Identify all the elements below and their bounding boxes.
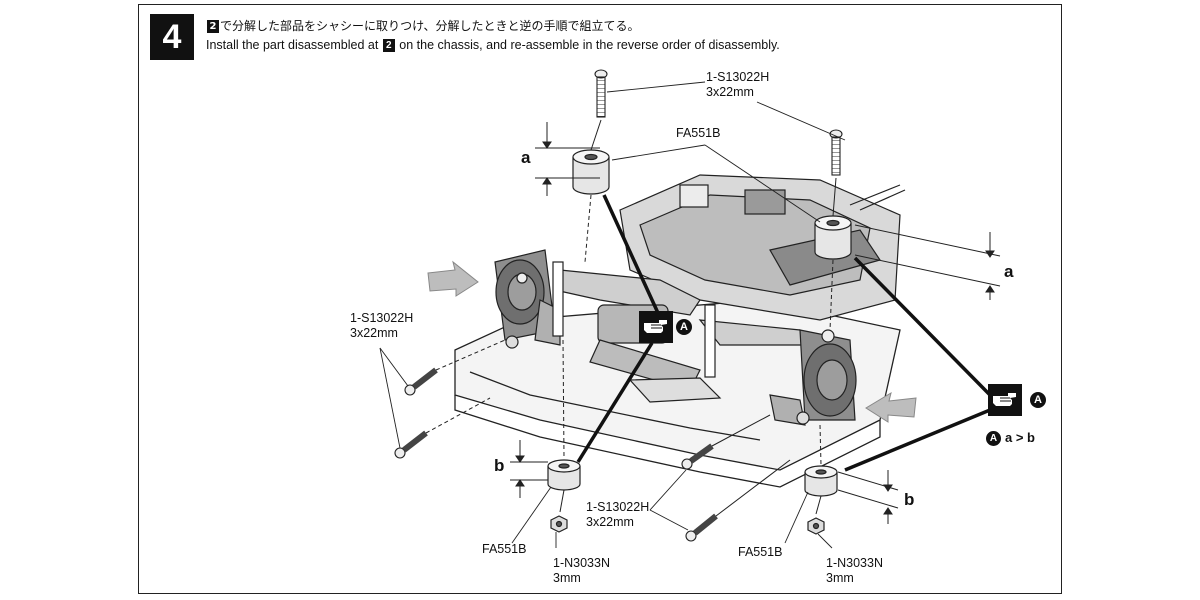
spacer-bottom-left — [547, 459, 581, 491]
insert-arrow-right — [865, 391, 917, 423]
chassis-upper-structure — [619, 174, 906, 321]
diagram-frame — [138, 4, 1062, 594]
instruction-english-text-1: Install the part disassembled at — [206, 38, 382, 52]
dimension-a-left — [535, 122, 600, 196]
nut-right — [807, 517, 825, 535]
dimension-label-b-right: b — [904, 490, 915, 509]
pointing-hand-icon-right — [988, 384, 1022, 416]
label-screw-top: 1-S13022H 3x22mm — [706, 70, 769, 100]
insert-arrow-left — [427, 260, 479, 297]
instruction-english-text-2: on the chassis, and re-assemble in the r… — [395, 38, 780, 52]
callout-pointer-lines — [576, 194, 992, 472]
screw-top-left — [594, 69, 608, 118]
label-nut-left-size: 3mm — [553, 571, 581, 585]
ratio-note-marker: A — [986, 431, 1001, 447]
label-screw-left-code: 1-S13022H — [350, 311, 414, 325]
step-number-badge: 4 — [150, 14, 194, 60]
spacer-top-left — [572, 149, 610, 195]
dimension-label-b-left: b — [494, 456, 505, 475]
label-screw-bottom: 1-S13022H 3x22mm — [586, 500, 649, 530]
callout-marker-a-right: A — [1030, 392, 1046, 408]
screw-left-upper — [404, 367, 438, 396]
dimension-b-right — [837, 470, 899, 524]
label-screw-top-size: 3x22mm — [706, 85, 754, 99]
label-nut-left-code: 1-N3033N — [553, 556, 610, 570]
nut-left — [550, 515, 568, 533]
label-nut-right-code: 1-N3033N — [826, 556, 883, 570]
label-screw-left-size: 3x22mm — [350, 326, 398, 340]
step-ref-box-en: 2 — [382, 39, 395, 52]
label-spacer-bottom-left: FA551B — [482, 542, 526, 557]
screw-top-right — [829, 129, 843, 176]
callout-marker-a-center: A — [676, 319, 692, 335]
label-nut-left: 1-N3033N 3mm — [553, 556, 610, 586]
label-spacer-bottom-left-code: FA551B — [482, 542, 527, 556]
spacer-top-right — [814, 215, 852, 260]
dimension-a-right — [854, 224, 1001, 300]
instruction-japanese-text: で分解した部品をシャシーに取りつけ、分解したときと逆の手順で組立てる。 — [220, 19, 640, 33]
dimension-label-a-right: a — [1004, 262, 1014, 281]
label-spacer-bottom-right: FA551B — [738, 545, 782, 560]
label-screw-top-code: 1-S13022H — [706, 70, 770, 84]
step-ref-box: 2 — [207, 20, 219, 33]
instruction-english: Install the part disassembled at 2 on th… — [206, 38, 780, 52]
label-screw-bottom-size: 3x22mm — [586, 515, 634, 529]
label-nut-right: 1-N3033N 3mm — [826, 556, 883, 586]
label-spacer-top-code: FA551B — [676, 126, 721, 140]
label-spacer-bottom-right-code: FA551B — [738, 545, 783, 559]
pointing-hand-icon-center — [639, 311, 673, 343]
shock-shafts — [552, 261, 716, 378]
label-nut-right-size: 3mm — [826, 571, 854, 585]
label-screw-bottom-code: 1-S13022H — [586, 500, 650, 514]
screw-bottom-center-lower — [685, 513, 718, 542]
ratio-note-text: a > b — [1005, 430, 1035, 445]
label-leader-lines — [379, 81, 846, 549]
assembly-guide-lines — [425, 119, 837, 517]
screw-bottom-center-upper — [681, 443, 714, 470]
label-screw-left: 1-S13022H 3x22mm — [350, 311, 413, 341]
label-spacer-top: FA551B — [676, 126, 720, 141]
dimension-label-a-left: a — [521, 148, 531, 167]
right-upright — [769, 329, 857, 426]
dimension-b-left — [510, 440, 548, 498]
left-upright — [494, 249, 561, 349]
spacer-bottom-right — [804, 465, 838, 497]
